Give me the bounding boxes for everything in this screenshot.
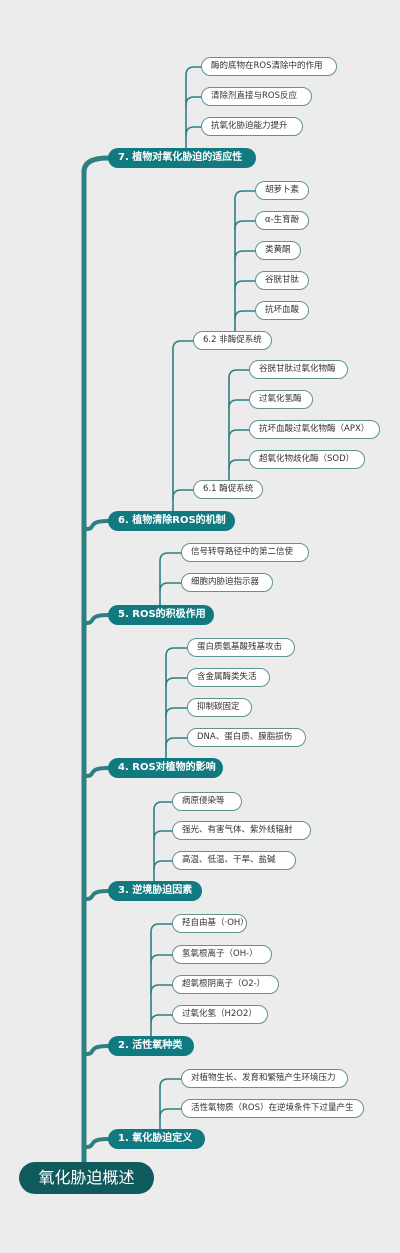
leaf-connector-line: [159, 582, 182, 592]
leaf-spine-line: [228, 369, 250, 491]
leaf-spine-line: [165, 647, 188, 769]
leaf-6-2-flavonoids[interactable]: 类黄酮: [255, 241, 301, 260]
leaf-connector-line: [234, 310, 256, 320]
leaf-spine-line: [159, 1078, 182, 1140]
leaf-6-1-sod[interactable]: 超氧化物歧化酶（SOD）: [249, 450, 365, 469]
section-5-positive-role[interactable]: 5. ROS的积极作用: [108, 605, 214, 625]
leaf-3-pathogen[interactable]: 病原侵染等: [172, 792, 242, 811]
leaf-connector-line: [185, 96, 202, 106]
leaf-spine-line: [153, 801, 173, 892]
leaf-connector-line: [228, 399, 250, 409]
leaf-connector-line: [153, 830, 173, 840]
leaf-5-stress-indicator[interactable]: 细胞内胁迫指示器: [181, 573, 273, 592]
leaf-spine-line: [150, 923, 173, 1047]
leaf-4-amino-acid-attack[interactable]: 蛋白质氨基酸残基攻击: [187, 638, 295, 657]
leaf-4-metalloenzyme-inactivation[interactable]: 含金属酶类失活: [187, 668, 270, 687]
leaf-connector-line: [165, 677, 188, 687]
leaf-1-environmental-pressure[interactable]: 对植物生长、发育和繁殖产生环境压力: [181, 1069, 348, 1088]
root-topic[interactable]: 氧化胁迫概述: [19, 1162, 154, 1194]
leaf-6-1-apx[interactable]: 抗坏血酸过氧化物酶（APX）: [249, 420, 380, 439]
leaf-6-2-carotene[interactable]: 胡萝卜素: [255, 181, 309, 200]
leaf-connector-line: [228, 459, 250, 469]
leaf-spine-line: [172, 340, 194, 522]
leaf-2-hydroxide-ion[interactable]: 氢氧根离子（OH-）: [172, 945, 272, 964]
leaf-spine-line: [234, 190, 256, 342]
leaf-6-2-tocopherol[interactable]: α-生育酚: [255, 211, 309, 230]
leaf-4-dna-protein-lipid-damage[interactable]: DNA、蛋白质、膜脂损伤: [187, 728, 306, 747]
leaf-connector-line: [153, 860, 173, 870]
leaf-2-hydroxyl-radical[interactable]: 羟自由基（·OH）: [172, 914, 249, 933]
leaf-7-antioxidant-capacity[interactable]: 抗氧化胁迫能力提升: [201, 117, 303, 136]
leaf-connector-line: [234, 250, 256, 260]
leaf-3-temperature-drought-salt[interactable]: 高温、低温、干旱、盐碱: [172, 851, 296, 870]
leaf-2-superoxide[interactable]: 超氧根阴离子（O2-）: [172, 975, 279, 994]
leaf-connector-line: [185, 126, 202, 136]
section-3-stress-factors[interactable]: 3. 逆境胁迫因素: [108, 881, 202, 901]
trunk-branch-line: [84, 889, 110, 901]
section-6-ros-scavenging[interactable]: 6. 植物清除ROS的机制: [108, 511, 235, 531]
trunk-branch-line: [84, 1044, 110, 1056]
leaf-6-2-glutathione[interactable]: 谷胱甘肽: [255, 271, 309, 290]
leaf-connector-line: [172, 489, 194, 499]
subsection-6-1-enzymatic[interactable]: 6.1 酶促系统: [193, 480, 263, 499]
leaf-6-1-catalase[interactable]: 过氧化氢酶: [249, 390, 313, 409]
leaf-spine-line: [159, 552, 182, 616]
trunk-branch-line: [84, 613, 110, 625]
leaf-connector-line: [150, 1014, 173, 1024]
leaf-spine-line: [185, 66, 202, 159]
section-1-definition[interactable]: 1. 氧化胁迫定义: [108, 1129, 205, 1149]
leaf-3-light-gas-uv[interactable]: 强光、有害气体、紫外线辐射: [172, 821, 311, 840]
section-7-adaptability[interactable]: 7. 植物对氧化胁迫的适应性: [108, 148, 256, 168]
subsection-6-2-nonenzymatic[interactable]: 6.2 非酶促系统: [193, 331, 272, 350]
section-4-effects-on-plants[interactable]: 4. ROS对植物的影响: [108, 758, 223, 778]
leaf-connector-line: [228, 429, 250, 439]
leaf-6-2-ascorbate[interactable]: 抗坏血酸: [255, 301, 309, 320]
leaf-connector-line: [150, 984, 173, 994]
leaf-2-hydrogen-peroxide[interactable]: 过氧化氢（H2O2）: [172, 1005, 268, 1024]
leaf-connector-line: [234, 280, 256, 290]
main-trunk-line: [81, 155, 111, 1167]
leaf-connector-line: [165, 707, 188, 717]
leaf-7-enzyme-substrate[interactable]: 酶的底物在ROS清除中的作用: [201, 57, 337, 76]
leaf-connector-line: [234, 220, 256, 230]
leaf-4-carbon-fixation[interactable]: 抑制碳固定: [187, 698, 252, 717]
leaf-1-ros-overproduction[interactable]: 活性氧物质（ROS）在逆境条件下过量产生: [181, 1099, 364, 1118]
trunk-branch-line: [84, 519, 110, 531]
section-2-ros-types[interactable]: 2. 活性氧种类: [108, 1036, 194, 1056]
trunk-branch-line: [84, 766, 110, 778]
leaf-connector-line: [159, 1108, 182, 1118]
leaf-5-second-messenger[interactable]: 信号转导路径中的第二信使: [181, 543, 309, 562]
trunk-branch-line: [84, 1137, 110, 1149]
leaf-6-1-gpx[interactable]: 谷胱甘肽过氧化物酶: [249, 360, 348, 379]
leaf-connector-line: [165, 737, 188, 747]
leaf-7-scavenger-reaction[interactable]: 清除剂直接与ROS反应: [201, 87, 312, 106]
leaf-connector-line: [150, 954, 173, 964]
